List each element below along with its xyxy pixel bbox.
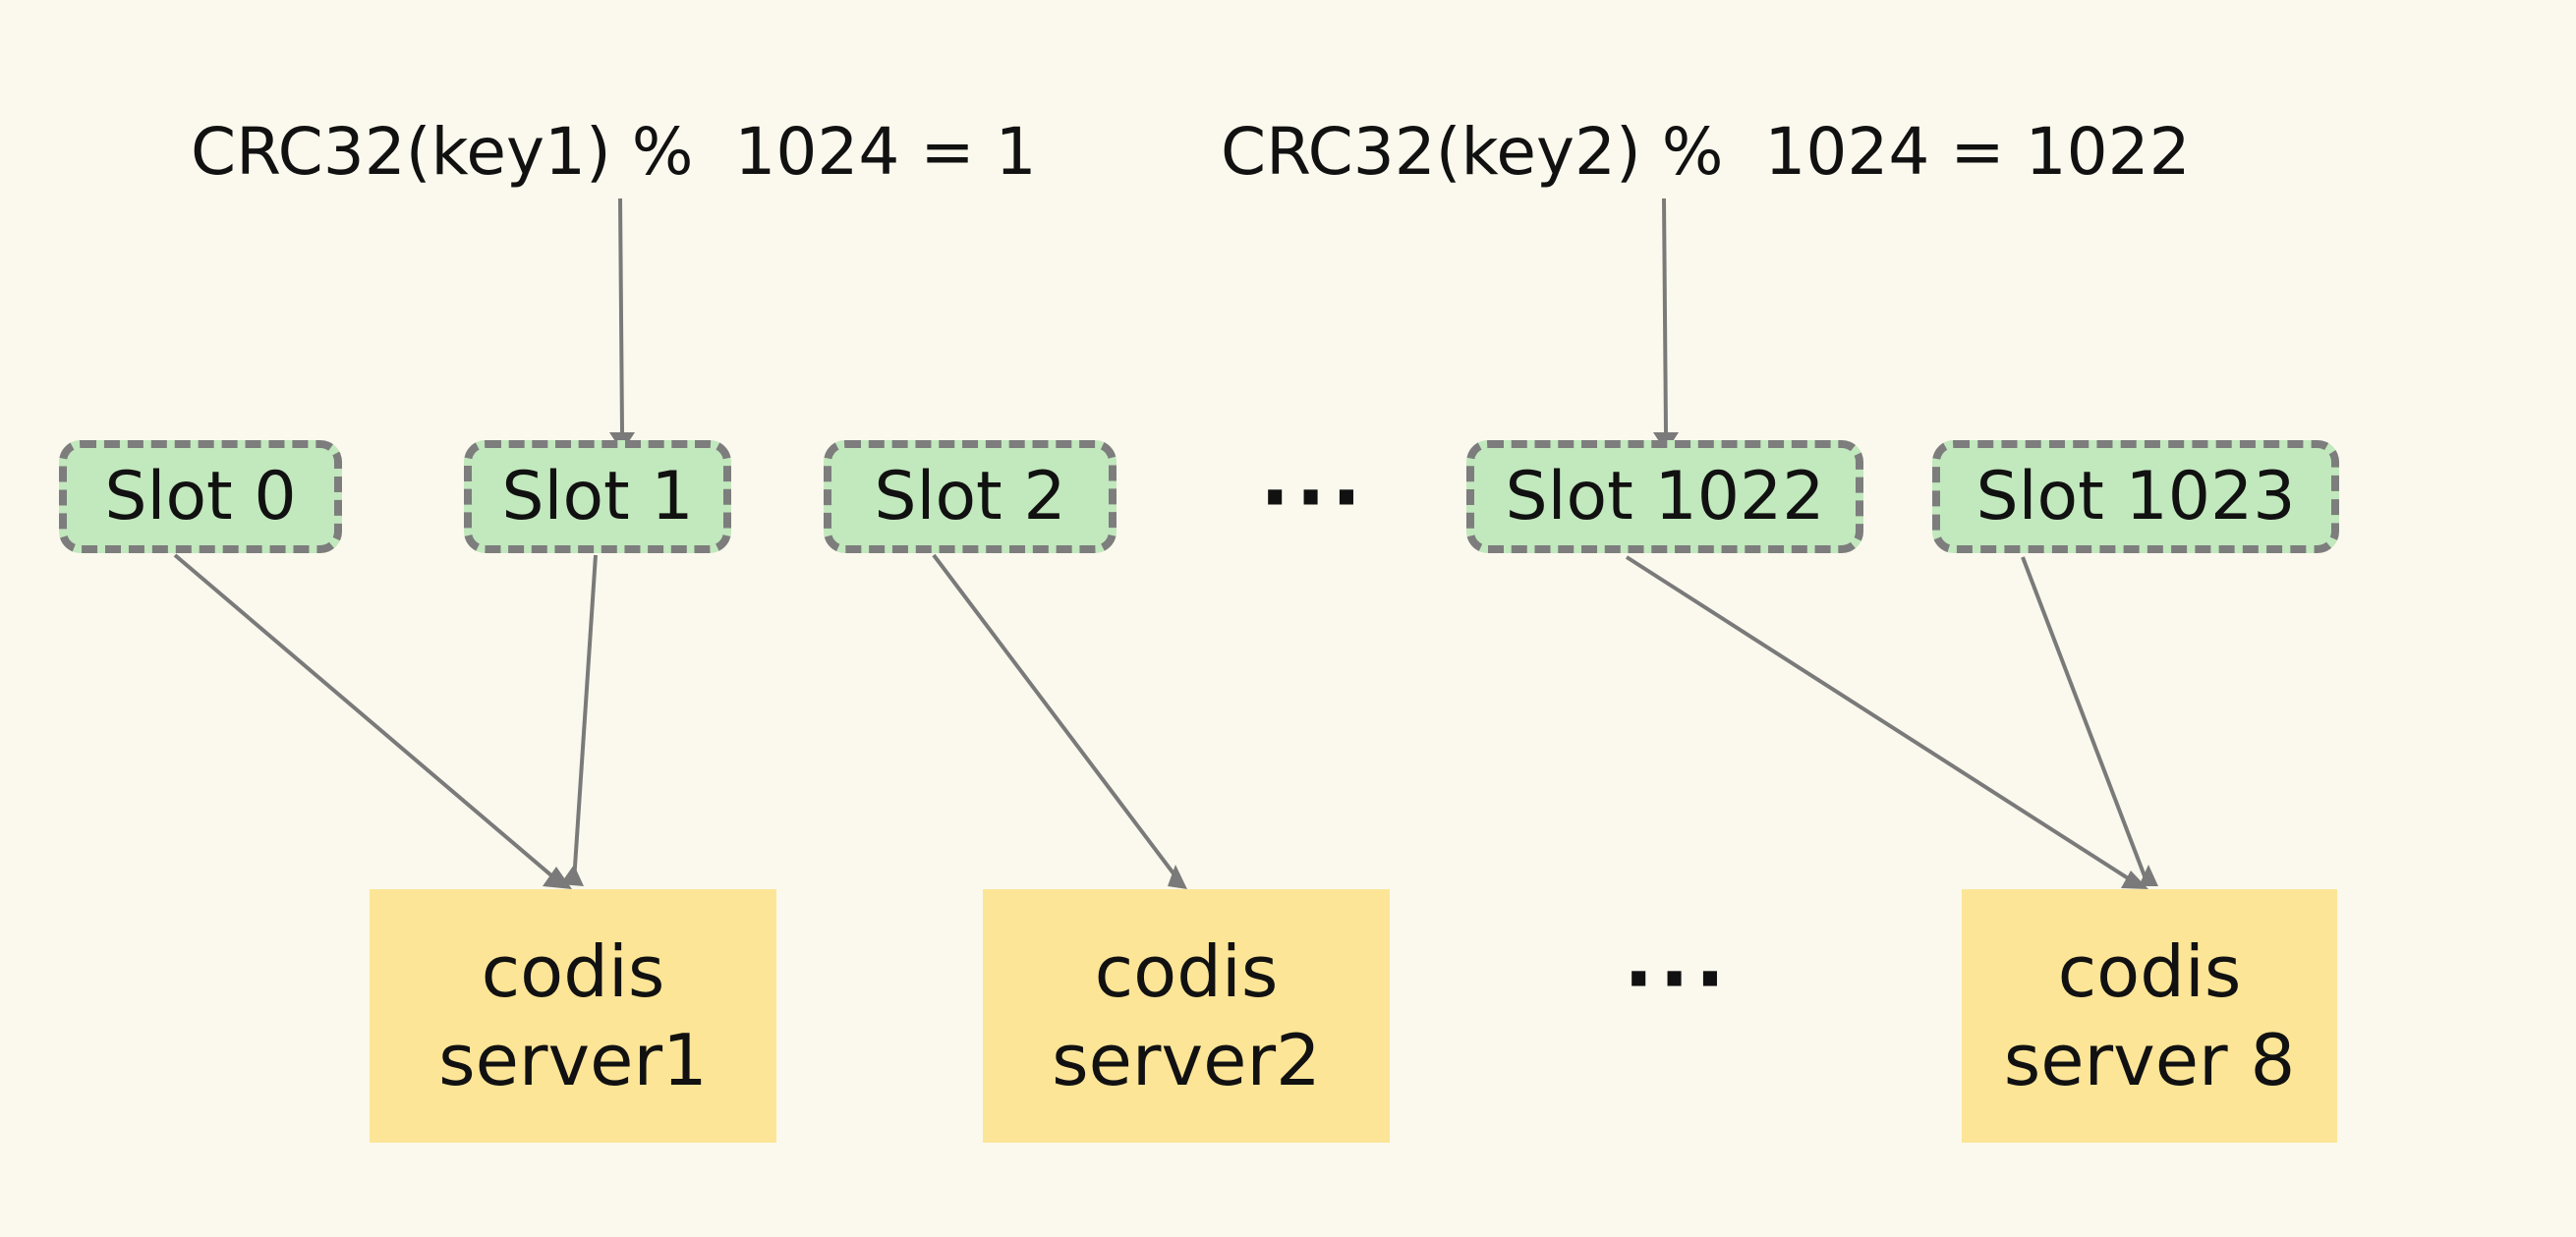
slot-1: Slot 1 [464, 440, 731, 553]
formula-key1: CRC32(key1) % 1024 = 1 [191, 114, 1037, 190]
arrow-key1-to-slot1 [618, 197, 624, 433]
server-2: codis server2 [983, 889, 1390, 1143]
server-1-line1: codis [481, 930, 665, 1013]
server-1-line2: server1 [438, 1019, 708, 1101]
arrowhead-server1-b [560, 865, 584, 886]
server-ellipsis: ··· [1624, 933, 1732, 1025]
arrow-key2-to-slot1022 [1662, 197, 1668, 433]
server-8: codis server 8 [1962, 889, 2337, 1143]
arrow-slot0-to-server1 [173, 553, 560, 883]
slot-2: Slot 2 [824, 440, 1116, 553]
arrowhead-server2 [1168, 865, 1187, 889]
server-2-line1: codis [1094, 930, 1279, 1013]
server-2-line2: server2 [1052, 1019, 1321, 1101]
server-8-line2: server 8 [2003, 1019, 2296, 1101]
slot-0: Slot 0 [59, 440, 342, 553]
arrow-slot1022-to-server8 [1625, 555, 2135, 883]
arrowhead-server8-b [2139, 865, 2158, 886]
slot-1023: Slot 1023 [1932, 440, 2339, 553]
slot-ellipsis: ··· [1260, 452, 1368, 543]
formula-key2: CRC32(key2) % 1024 = 1022 [1221, 114, 2191, 190]
arrow-slot1-to-server1 [572, 554, 598, 882]
server-8-line1: codis [2057, 930, 2242, 1013]
arrow-slot2-to-server2 [932, 553, 1181, 883]
server-1: codis server1 [370, 889, 776, 1143]
slot-1022: Slot 1022 [1466, 440, 1863, 553]
arrow-slot1023-to-server8 [2021, 556, 2148, 882]
